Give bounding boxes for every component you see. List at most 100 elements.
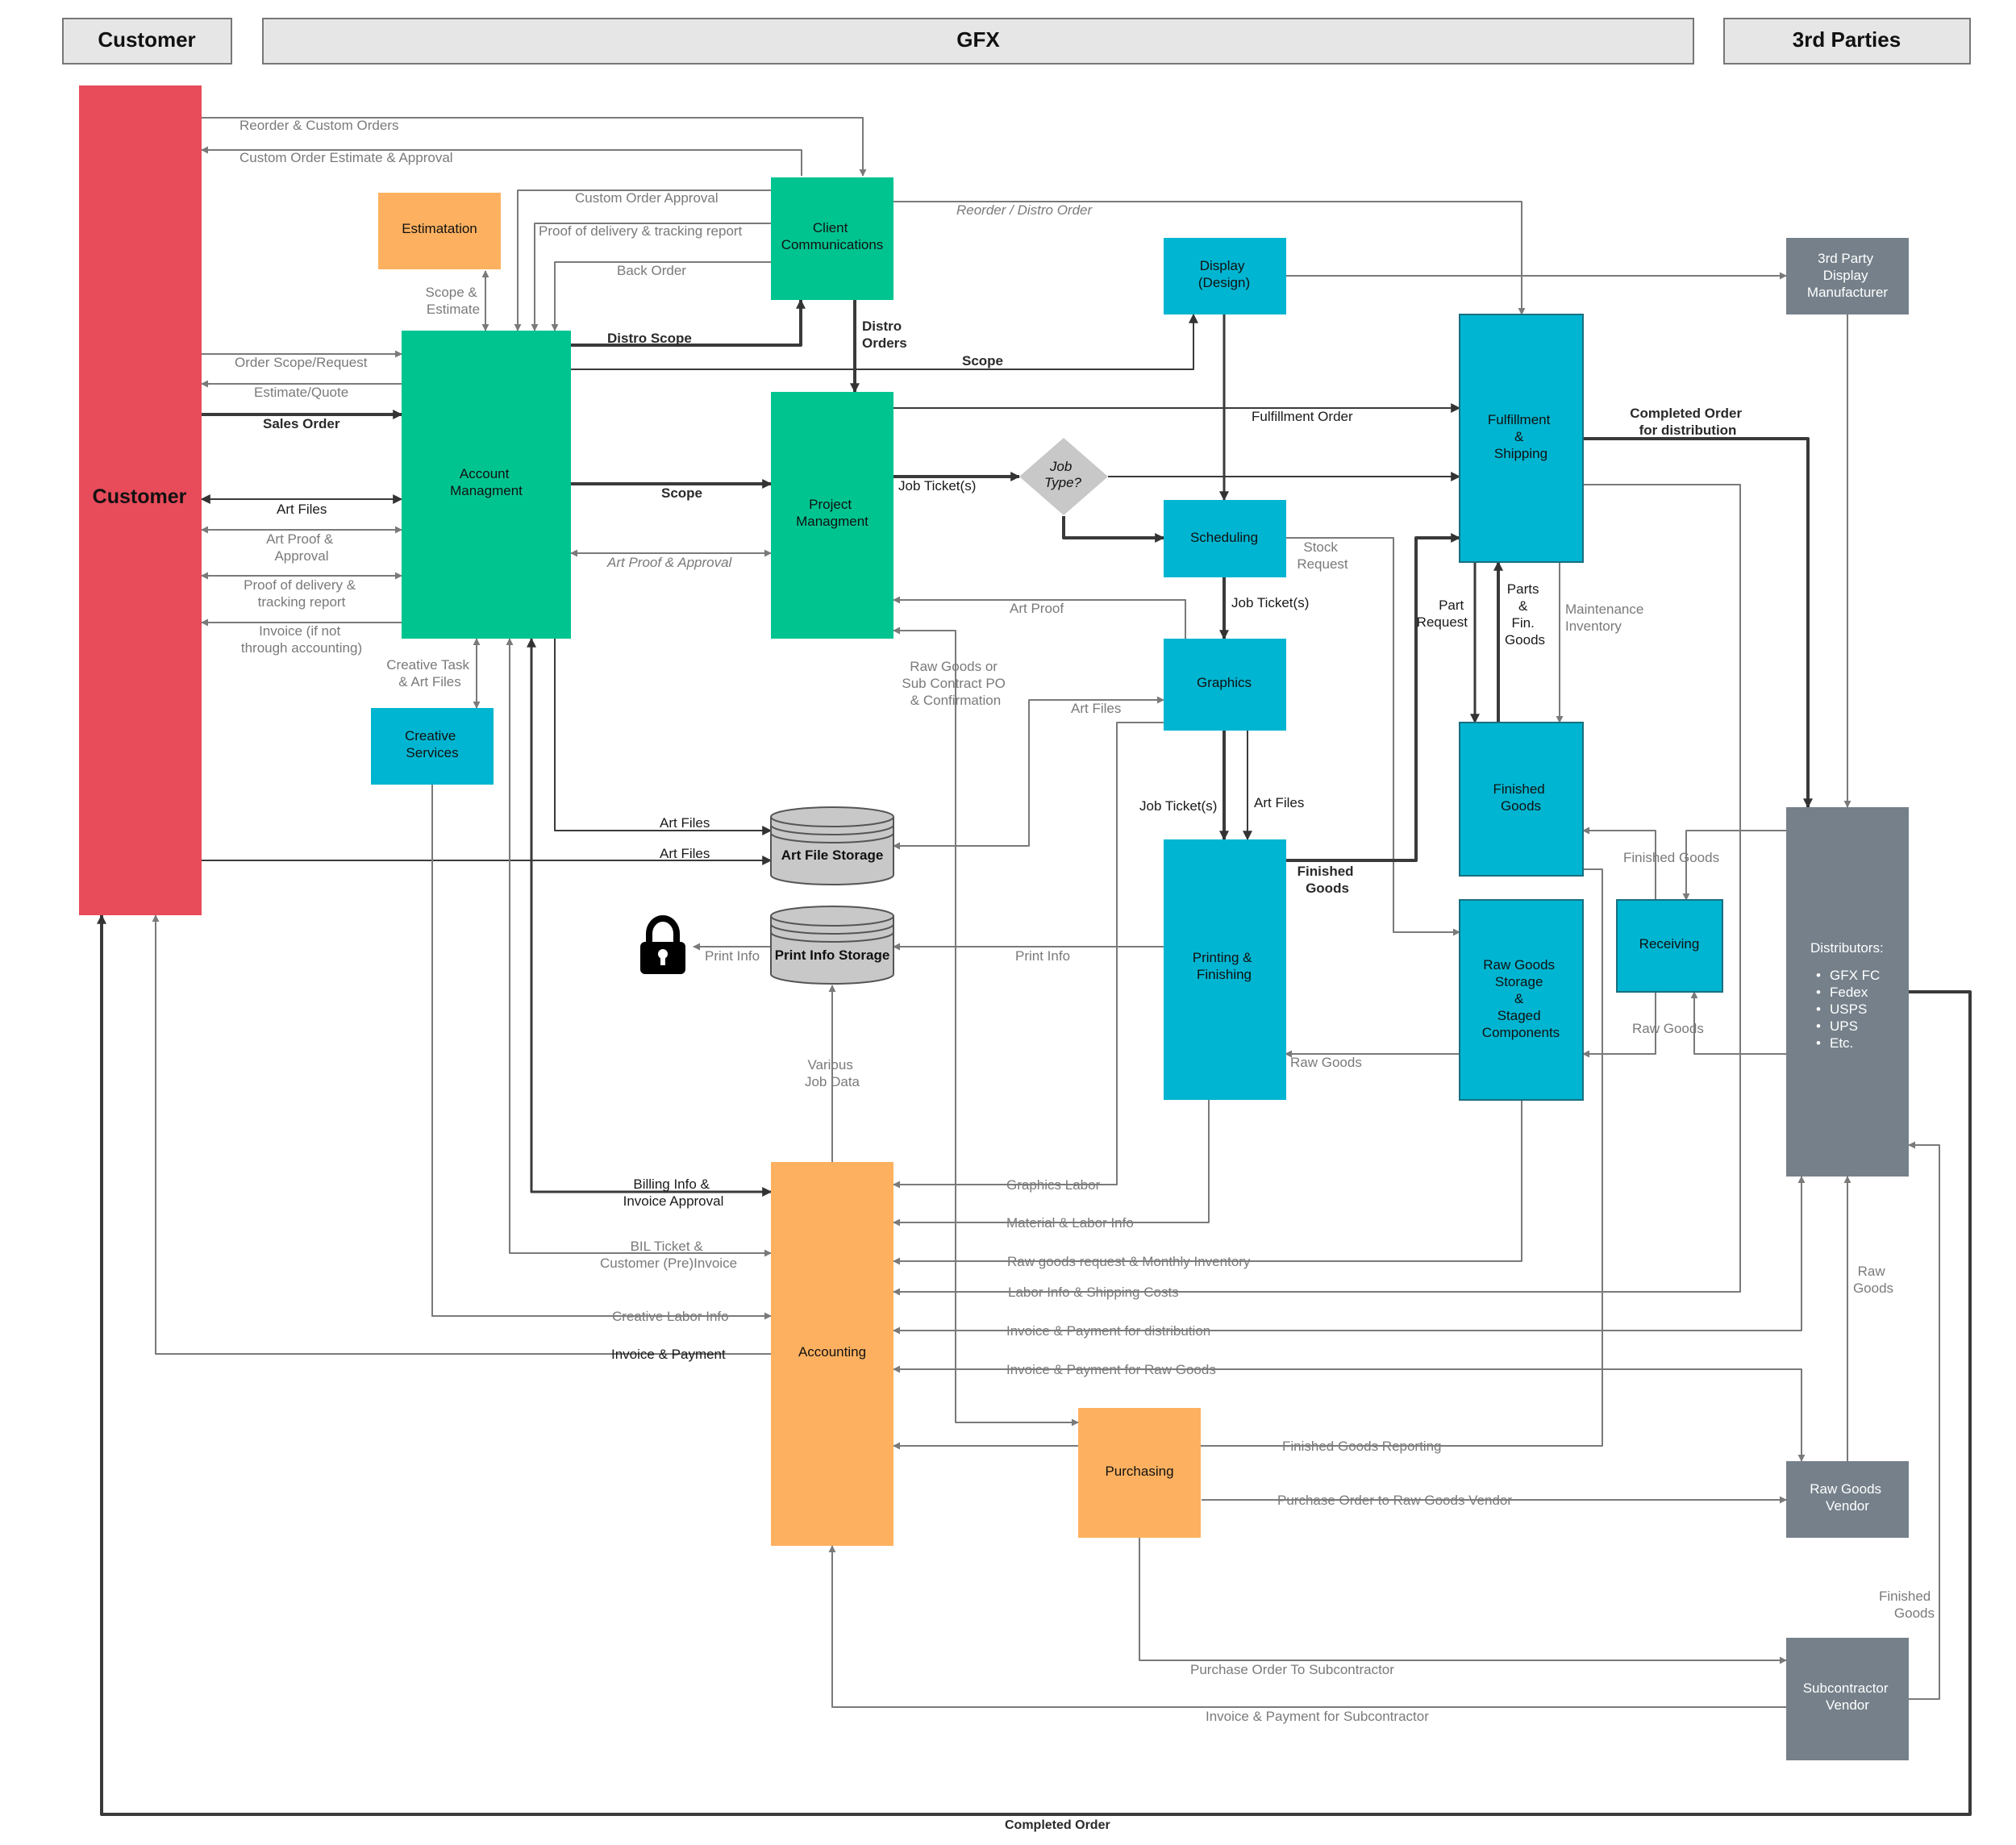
- label-art-files-store2: Art Files: [660, 846, 710, 861]
- svg-text:3rd Party Display: 3rd Party Display Manufacturer: [1807, 251, 1888, 300]
- svg-text:Finished Goods: Finished Goods: [1493, 781, 1549, 814]
- svg-text:Raw Goods or Sub Contrac: Raw Goods or Sub Contract PO & Confirmat…: [902, 659, 1009, 708]
- svg-text:Printing & Finishing: Printing & Finishing: [1193, 950, 1256, 982]
- label-print-info-lock: Print Info: [705, 948, 760, 964]
- label-finished-goods-right-2: Goods: [1894, 1606, 1935, 1621]
- creative-services-box: Creative Services: [371, 708, 494, 785]
- job-type-line1: Job: [1049, 459, 1072, 474]
- edge-custom-estimate: [201, 146, 802, 176]
- creative-services-line2: Services: [406, 745, 458, 760]
- header-customer: Customer: [62, 18, 232, 65]
- svg-text:Raw Goods Vendor: Raw Goods Vendor: [1810, 1481, 1885, 1514]
- finished-goods-line2: Goods: [1501, 798, 1541, 814]
- edge-stock-request: [1285, 537, 1460, 936]
- raw-goods-vendor-box: Raw Goods Vendor: [1786, 1461, 1909, 1538]
- label-po-raw-goods: Purchase Order to Raw Goods Vendor: [1277, 1493, 1512, 1508]
- edge-completed-order: [97, 914, 1972, 1816]
- label-art-files-store1: Art Files: [660, 815, 710, 831]
- raw-goods-vendor-line1: Raw Goods: [1810, 1481, 1881, 1497]
- edge-finished-goods-reporting: [893, 868, 1603, 1450]
- label-various-job-data-1: Various: [807, 1057, 852, 1072]
- label-invoice-subcontractor: Invoice & Payment for Subcontractor: [1206, 1709, 1429, 1724]
- label-billing-info-1: Billing Info &: [633, 1177, 710, 1192]
- label-proof-delivery-left-2: tracking report: [258, 594, 346, 610]
- job-type-line2: Type?: [1044, 475, 1082, 490]
- finished-goods-line1: Finished: [1493, 781, 1545, 797]
- svg-text:Maintenance Inventory: Maintenance Inventory: [1565, 602, 1647, 634]
- raw-goods-storage-line2: Storage: [1495, 974, 1543, 989]
- label-invoice-left-1: Invoice (if not: [259, 623, 340, 639]
- third-party-display-box: 3rd Party Display Manufacturer: [1786, 238, 1909, 314]
- edge-reorder-distro: [893, 201, 1526, 315]
- label-bil-ticket-2: Customer (Pre)Invoice: [600, 1256, 737, 1271]
- distributors-bullet-3: •: [1816, 1002, 1821, 1017]
- label-scope-estimate-1: Scope &: [426, 285, 478, 300]
- svg-text:Completed Order for dist: Completed Order for distribution: [1630, 406, 1746, 438]
- third-party-line2: Display: [1823, 268, 1868, 283]
- label-raw-goods-subcontract-2: Sub Contract PO: [902, 676, 1006, 691]
- label-raw-goods-printing: Raw Goods: [1290, 1055, 1362, 1070]
- edge-art-files-store1: [554, 639, 773, 835]
- edge-material-labor: [893, 1100, 1210, 1227]
- label-finished-goods-2: Goods: [1306, 881, 1349, 896]
- svg-text:Creative Services: Creative Services: [405, 728, 460, 760]
- distributors-item-1: GFX FC: [1830, 968, 1880, 983]
- edge-invoice-raw-goods: [893, 1365, 1806, 1462]
- edge-creative-labor: [431, 785, 772, 1320]
- label-finished-goods-1: Finished: [1297, 864, 1354, 879]
- finished-goods-box: Finished Goods: [1459, 722, 1584, 877]
- label-material-labor: Material & Labor Info: [1006, 1215, 1134, 1231]
- svg-text:• • • •: • • • • •: [1816, 968, 1825, 1051]
- label-raw-goods-right-1: Raw: [1858, 1264, 1886, 1279]
- svg-text:Account Managment: Account Managment: [450, 466, 523, 498]
- raw-goods-vendor-line2: Vendor: [1826, 1498, 1869, 1514]
- label-completed-order: Completed Order: [1005, 1818, 1110, 1832]
- raw-goods-storage-box: Raw Goods Storage & Staged Components: [1459, 899, 1584, 1101]
- edge-art-proof: [893, 596, 1186, 639]
- estimation-label: Estimatation: [402, 221, 477, 236]
- subcontractor-line2: Vendor: [1826, 1697, 1869, 1713]
- edge-finished-goods-right: [1908, 1141, 1940, 1700]
- subcontractor-vendor-box: Subcontractor Vendor: [1786, 1638, 1909, 1760]
- purchasing-label: Purchasing: [1105, 1464, 1173, 1479]
- label-art-files-left: Art Files: [277, 502, 327, 517]
- label-various-job-data-2: Job Data: [805, 1074, 860, 1089]
- job-type-decision: Job Type?: [1019, 438, 1108, 515]
- header-customer-text: Customer: [98, 27, 195, 52]
- display-design-box: Display (Design): [1164, 238, 1286, 314]
- edge-finished-goods: [1285, 533, 1461, 862]
- label-finished-goods-right-1: Finished: [1879, 1589, 1931, 1604]
- client-comms-line2: Communications: [781, 237, 884, 252]
- art-file-storage-label: Art File Storage: [781, 848, 884, 863]
- project-management-box: Project Managment: [771, 392, 893, 639]
- label-sales-order: Sales Order: [263, 416, 340, 431]
- label-creative-task-2: & Art Files: [398, 674, 460, 689]
- label-scope-estimate-2: Estimate: [427, 302, 480, 317]
- raw-goods-storage-line1: Raw Goods: [1483, 957, 1555, 972]
- raw-goods-storage-line4: Staged: [1497, 1008, 1541, 1023]
- svg-text:Raw Goods: Raw Goods: [1853, 1264, 1893, 1296]
- fulfillment-line2: &: [1514, 429, 1524, 444]
- edge-billing-info: [527, 637, 773, 1197]
- accounting-box: Accounting: [771, 1162, 893, 1546]
- label-proof-delivery-left-1: Proof of delivery &: [244, 577, 356, 593]
- printing-finishing-box: Printing & Finishing: [1164, 839, 1286, 1100]
- label-creative-labor: Creative Labor Info: [612, 1309, 729, 1324]
- customer-box: Customer: [79, 85, 202, 915]
- label-finished-goods-reporting: Finished Goods Reporting: [1282, 1439, 1442, 1454]
- scheduling-label: Scheduling: [1190, 530, 1258, 545]
- distributors-title: Distributors:: [1810, 940, 1884, 956]
- edge-invoice-payment: [152, 914, 771, 1355]
- svg-text:Job Type?: Job Type?: [1044, 459, 1082, 490]
- svg-text:GFX FC Fedex USPS: GFX FC Fedex USPS UPS Etc.: [1830, 968, 1884, 1051]
- svg-text:Distro Orders: Distro Orders: [862, 319, 907, 351]
- label-job-tickets-3: Job Ticket(s): [1139, 798, 1217, 814]
- distributors-box: Distributors: • • • • • GFX FC Fedex USP…: [1786, 807, 1909, 1177]
- svg-text:Finished Goods: Finished Goods: [1297, 864, 1358, 896]
- edge-po-subcontractor: [1139, 1538, 1787, 1664]
- label-labor-shipping: Labor Info & Shipping Costs: [1008, 1285, 1179, 1300]
- print-info-storage-db: Print Info Storage: [770, 906, 894, 985]
- distributors-item-3: USPS: [1830, 1002, 1867, 1017]
- edge-art-files-graphics: [893, 696, 1164, 850]
- project-mgmt-line1: Project: [809, 497, 852, 512]
